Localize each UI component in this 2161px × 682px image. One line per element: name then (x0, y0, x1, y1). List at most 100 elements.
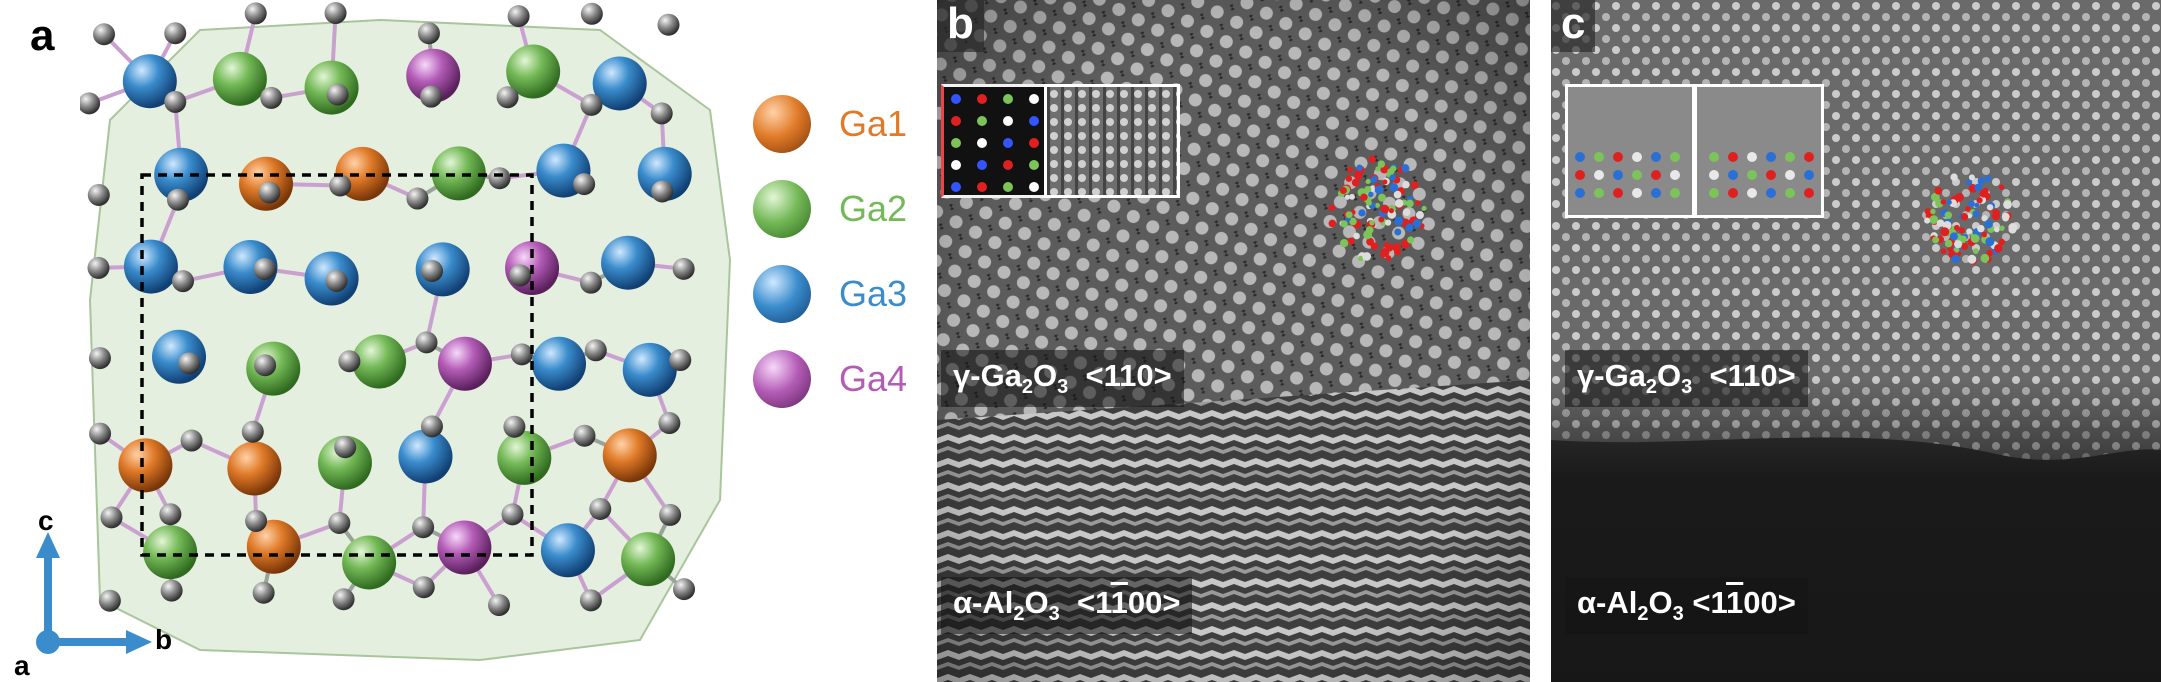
model-atom-dot (1632, 188, 1642, 198)
model-atom-dot (1363, 230, 1373, 240)
b-alpha-phase-label: α-Al2O3 <1100> (941, 577, 1193, 635)
model-atom-dot (1949, 232, 1958, 241)
model-atom-dot (1368, 191, 1374, 198)
model-atom-dot (1344, 194, 1351, 200)
model-atom-dot (1382, 179, 1388, 185)
model-atom-dot (1924, 208, 1932, 215)
model-atom-dot (1951, 254, 1960, 264)
model-atom-dot (1392, 243, 1401, 252)
model-atom-dot (1981, 215, 1988, 222)
ga1-atom (246, 519, 301, 574)
oxygen-atom (580, 2, 603, 25)
model-atom-dot (1955, 192, 1964, 202)
model-atom-dot (1968, 174, 1975, 181)
oxygen-atom (579, 589, 602, 612)
model-atom-dot (1393, 190, 1402, 199)
model-atom-dot (1389, 174, 1396, 181)
model-atom-dot (1804, 152, 1814, 162)
oxygen-atom (80, 92, 101, 115)
model-atom-dot (1986, 249, 1994, 257)
model-atom-dot (1930, 192, 1940, 202)
model-atom-dot (1632, 152, 1642, 162)
model-atom-dot (1944, 211, 1953, 220)
model-atom-dot (1384, 219, 1392, 226)
model-atom-dot (1003, 94, 1013, 104)
experimental-image-inset (1044, 84, 1180, 198)
oxygen-atom (589, 497, 612, 520)
oxygen-atom (415, 331, 438, 354)
oxygen-atom (507, 5, 530, 28)
oxygen-atom (180, 429, 203, 452)
oxygen-atom (579, 271, 602, 294)
ga2-atom (621, 532, 676, 587)
axis-indicator (36, 532, 152, 654)
atomic-model-left (1575, 152, 1680, 198)
legend-item-ga1: Ga1 (753, 95, 907, 153)
model-atom-dot (1370, 242, 1379, 251)
model-atom-dot (1345, 175, 1353, 182)
ga1-ball-icon (753, 95, 811, 153)
model-atom-dot (1977, 224, 1985, 233)
model-atom-dot (1940, 199, 1947, 205)
ga3-atom (601, 235, 656, 290)
model-atom-dot (1940, 227, 1950, 237)
model-atom-dot (1339, 186, 1347, 195)
model-atom-dot (1670, 170, 1680, 180)
model-atom-dot (1966, 228, 1973, 235)
oxygen-atom (93, 23, 116, 46)
model-atom-dot (1360, 193, 1368, 201)
ga3-ball-icon (753, 265, 811, 323)
oxygen-atom (573, 424, 596, 447)
legend-item-ga3: Ga3 (753, 265, 907, 323)
ga3-atom (223, 240, 278, 295)
oxygen-atom (488, 167, 511, 190)
model-atom-dot (1728, 188, 1738, 198)
model-atom-dot (1400, 239, 1410, 249)
model-atom-dot (2002, 214, 2009, 222)
model-atom-dot (1594, 188, 1604, 198)
legend-item-ga2: Ga2 (753, 180, 907, 238)
model-atom-dot (1380, 204, 1390, 214)
model-atom-dot (1981, 231, 1988, 238)
ga2-atom (497, 430, 552, 485)
oxygen-atom (658, 412, 681, 435)
ga3-atom (532, 336, 587, 391)
model-atom-dot (1766, 188, 1776, 198)
model-atom-dot (1747, 152, 1757, 162)
model-atom-dot (1358, 255, 1364, 262)
axis-label-b: b (155, 624, 173, 655)
model-atom-dot (1993, 226, 2000, 233)
model-atom-dot (1385, 255, 1392, 262)
model-atom-dot (1575, 152, 1585, 162)
model-atom-dot (1960, 242, 1969, 250)
model-atom-dot (1632, 170, 1642, 180)
oxygen-atom (328, 511, 351, 534)
model-atom-dot (1594, 152, 1604, 162)
model-atom-dot (1970, 234, 1980, 243)
model-atom-dot (1944, 239, 1953, 248)
model-atom-dot (1374, 202, 1380, 208)
model-atom-dot (1003, 138, 1013, 148)
oxygen-atom (254, 354, 277, 377)
model-atom-dot (1394, 228, 1402, 236)
ga4-atom (437, 520, 492, 575)
model-atom-dot (1377, 160, 1386, 168)
model-atom-dot (1986, 204, 1994, 211)
model-atom-dot (1421, 205, 1427, 212)
model-atom-dot (1747, 170, 1757, 180)
model-atom-dot (1964, 206, 1971, 212)
legend-label-ga3: Ga3 (839, 273, 908, 314)
model-atom-dot (1929, 215, 1939, 225)
model-atom-dot (1388, 208, 1395, 214)
model-atom-dot (2003, 200, 2012, 209)
experimental-lattice (1047, 87, 1177, 195)
ga2-atom (431, 146, 486, 201)
model-atom-dot (1378, 216, 1385, 223)
model-atom-dot (1785, 188, 1795, 198)
model-atom-dot (1594, 170, 1604, 180)
model-atom-dot (1930, 208, 1936, 215)
model-atom-dot (1785, 152, 1795, 162)
model-atom-dot (1365, 178, 1371, 185)
oxygen-atom (89, 422, 112, 445)
model-atom-dot (1766, 170, 1776, 180)
